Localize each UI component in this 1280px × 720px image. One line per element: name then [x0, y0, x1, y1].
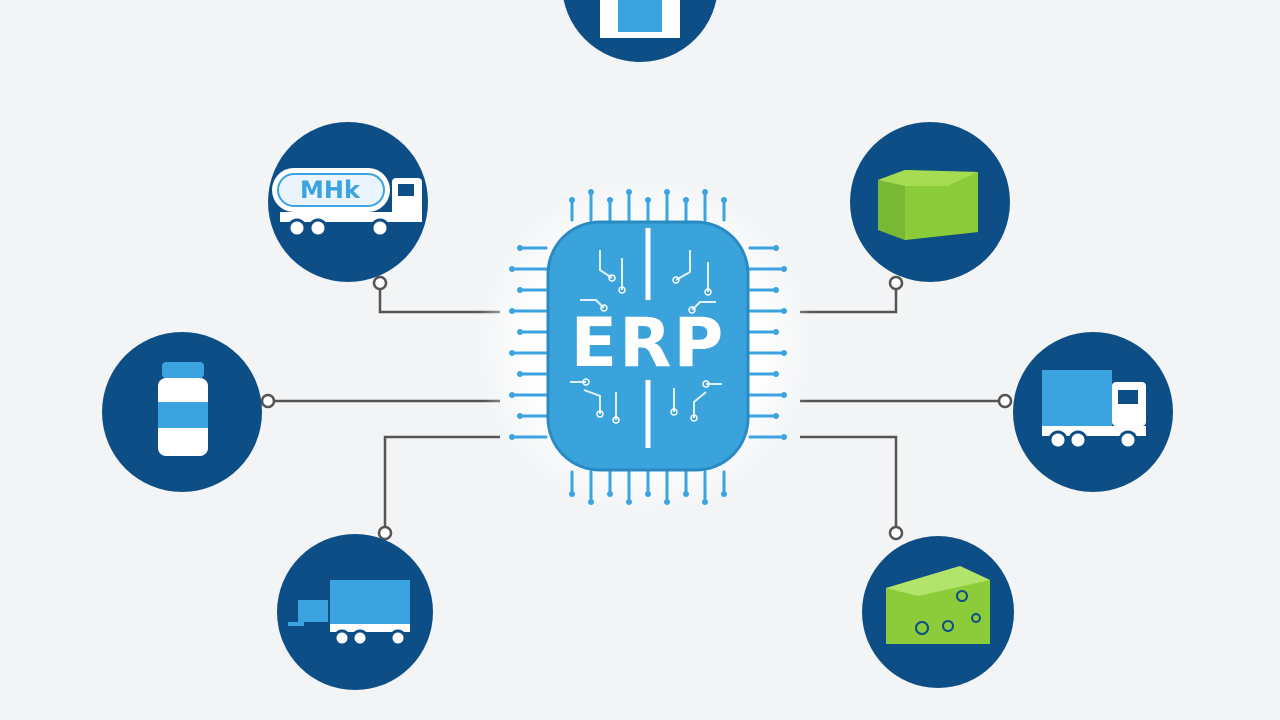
chip-circuit-pad — [618, 286, 626, 294]
circuit-trace-end — [781, 434, 787, 440]
chip-circuit-pad — [690, 414, 698, 422]
circuit-trace-end — [517, 371, 523, 377]
circuit-trace-end — [607, 491, 613, 497]
circuit-trace-end — [781, 350, 787, 356]
node-cheese-wedge[interactable] — [862, 536, 1014, 688]
circuit-trace-end — [683, 491, 689, 497]
circuit-trace-end — [569, 197, 575, 203]
chip-circuit-pad — [672, 276, 680, 284]
chip-circuit-pad — [670, 408, 678, 416]
connector-node-dot — [377, 525, 393, 541]
chip-circuit-line — [599, 250, 613, 279]
circuit-trace-end — [626, 499, 632, 505]
node-cheese-wheel[interactable] — [850, 122, 1010, 282]
connector-line — [800, 435, 898, 533]
package-icon — [600, 0, 680, 38]
circuit-trace-end — [664, 189, 670, 195]
circuit-trace-end — [721, 491, 727, 497]
milk-tanker-truck-icon: MHk — [272, 168, 422, 238]
circuit-trace-end — [721, 197, 727, 203]
cheese-wedge-icon — [886, 566, 990, 644]
forklift-truck-icon — [288, 580, 410, 647]
connector-line — [378, 283, 500, 314]
chip-circuit-line — [583, 389, 601, 414]
chip-circuit-line — [691, 301, 716, 311]
circuit-trace-end — [702, 189, 708, 195]
erp-chip — [546, 220, 750, 472]
circuit-trace-end — [509, 266, 515, 272]
milk-bottle-icon — [158, 362, 208, 456]
connector-node-dot — [260, 393, 276, 409]
connector-node-dot — [888, 525, 904, 541]
circuit-trace-end — [773, 413, 779, 419]
chip-circuit-line — [675, 250, 691, 281]
chip-circuit-pad — [704, 288, 712, 296]
circuit-trace-end — [509, 392, 515, 398]
circuit-trace-end — [588, 189, 594, 195]
chip-circuit-pad — [612, 416, 620, 424]
hub-label: ERP — [571, 304, 726, 383]
circuit-trace-end — [781, 308, 787, 314]
node-forklift-truck[interactable] — [277, 534, 433, 690]
circuit-trace-end — [517, 329, 523, 335]
connector-node-dot — [888, 275, 904, 291]
chip-circuit-pad — [596, 410, 604, 418]
connector-node-dot — [372, 275, 388, 291]
delivery-truck-icon — [1042, 370, 1146, 450]
circuit-trace-end — [645, 197, 651, 203]
connector-line — [383, 435, 500, 533]
circuit-trace-end — [626, 189, 632, 195]
circuit-trace-end — [773, 245, 779, 251]
connector-node-dot — [997, 393, 1013, 409]
chip-circuit-pattern — [570, 250, 722, 424]
circuit-trace-end — [509, 434, 515, 440]
node-milk-tanker[interactable]: MHk — [268, 122, 428, 282]
circuit-trace-end — [517, 413, 523, 419]
chip-circuit-line — [693, 391, 707, 418]
circuit-trace-end — [517, 287, 523, 293]
node-milk-bottle[interactable] — [102, 332, 262, 492]
circuit-trace-end — [781, 266, 787, 272]
chip-circuit-pad — [608, 274, 616, 282]
node-top-package[interactable] — [562, 0, 718, 62]
circuit-trace-end — [781, 392, 787, 398]
circuit-trace-end — [588, 499, 594, 505]
circuit-trace-end — [509, 308, 515, 314]
circuit-trace-end — [664, 499, 670, 505]
connector-lines — [260, 275, 1013, 541]
chip-circuit-pad — [702, 380, 710, 388]
circuit-trace-end — [645, 491, 651, 497]
circuit-trace-end — [517, 245, 523, 251]
circuit-trace-end — [607, 197, 613, 203]
chip-circuit-line — [580, 299, 605, 309]
connector-line — [800, 283, 898, 314]
cheese-wheel-icon — [878, 170, 978, 240]
erp-hub: ERP — [475, 175, 815, 515]
circuit-trace-end — [773, 287, 779, 293]
circuit-trace-end — [509, 350, 515, 356]
chip-circuit-pad — [600, 304, 608, 312]
circuit-traces — [509, 189, 787, 505]
chip-circuit-pad — [688, 306, 696, 314]
node-delivery-truck[interactable] — [1013, 332, 1173, 492]
circuit-trace-end — [773, 371, 779, 377]
circuit-trace-end — [702, 499, 708, 505]
circuit-trace-end — [569, 491, 575, 497]
circuit-trace-end — [773, 329, 779, 335]
tanker-label: MHk — [300, 176, 361, 204]
chip-circuit-pad — [582, 378, 590, 386]
circuit-trace-end — [683, 197, 689, 203]
